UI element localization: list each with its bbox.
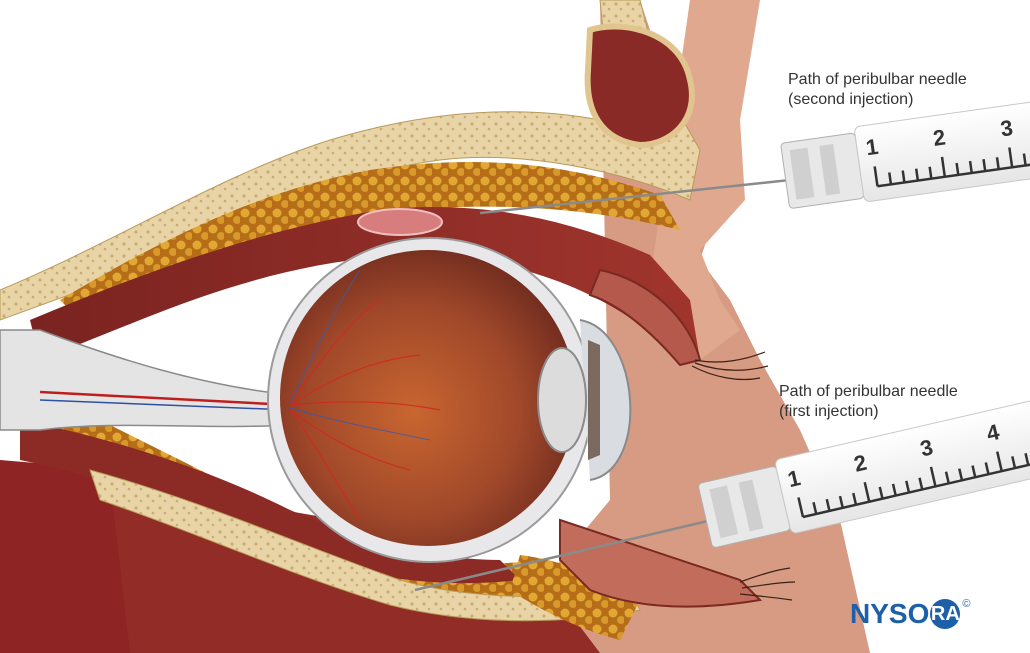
syringe-upper-minor-tick <box>1022 153 1027 166</box>
retinal-vessels <box>289 299 441 521</box>
syringe-lower-minor-tick <box>1024 453 1030 466</box>
logo-text: NYSO <box>850 598 930 629</box>
label-second-injection: Path of peribulbar needle (second inject… <box>788 70 967 110</box>
iris <box>588 340 600 460</box>
syringe-lower-scale-label: 2 <box>852 450 870 477</box>
logo-circle: RA <box>930 599 961 629</box>
syringe-upper-scale-label: 2 <box>932 124 948 150</box>
nysora-logo: NYSO RA © <box>850 596 970 632</box>
syringe-lower-barrel <box>775 399 1030 534</box>
syringe-lower-scale-baseline <box>802 454 1030 519</box>
lower-lashes <box>739 567 796 601</box>
syringe-upper-minor-tick <box>995 157 1000 170</box>
eyeball-interior <box>280 250 576 546</box>
label-first-injection: Path of peribulbar needle (first injecti… <box>779 382 958 422</box>
syringe-lower-major-tick <box>929 466 937 487</box>
lens <box>537 347 587 453</box>
syringe-lower-minor-tick <box>1011 456 1017 469</box>
syringe-upper-major-tick <box>873 166 879 187</box>
upper-eyelid <box>588 268 702 367</box>
optic-nerve <box>0 329 291 431</box>
retinal-artery <box>39 390 291 407</box>
syringe-upper-barrel <box>854 99 1030 202</box>
syringe-upper-minor-tick <box>928 166 933 179</box>
needle-first <box>414 518 713 592</box>
syringe-lower-minor-tick <box>812 501 818 515</box>
syringe-lower-minor-tick <box>971 465 977 478</box>
upper-lashes <box>691 351 769 381</box>
syringe-upper-scale-label: 1 <box>864 134 880 160</box>
label-first-line1: Path of peribulbar needle <box>779 383 958 400</box>
syringe-upper-scale-label: 3 <box>999 115 1015 141</box>
syringe-lower-minor-tick <box>984 462 990 475</box>
syringe-lower-minor-tick <box>852 492 858 506</box>
syringe-upper-minor-tick <box>901 170 906 183</box>
retinal-vein <box>39 399 291 411</box>
syringe-upper: 1 2 3 <box>780 99 1030 209</box>
frontal-sinus <box>584 23 695 149</box>
lower-lid-fat <box>510 555 640 640</box>
syringe-lower-minor-tick <box>838 495 844 509</box>
syringe-lower-scale-label: 1 <box>785 465 803 492</box>
syringe-lower-major-tick <box>863 481 871 502</box>
syringe-lower-minor-tick <box>905 480 911 493</box>
syringe-upper-major-tick <box>940 156 947 177</box>
syringe-upper-minor-tick <box>914 168 920 181</box>
syringe-lower-minor-tick <box>825 498 831 512</box>
needle-second <box>479 178 791 215</box>
syringe-lower-minor-tick <box>958 468 964 481</box>
syringe-lower-scale-label: 3 <box>918 434 936 461</box>
syringe-upper-minor-tick <box>982 159 987 172</box>
label-second-line1: Path of peribulbar needle <box>788 71 967 88</box>
syringe-upper-scale-baseline <box>877 156 1030 188</box>
copyright-mark: © <box>962 598 971 610</box>
syringe-upper-ticks <box>873 147 1030 188</box>
label-first-line2: (first injection) <box>779 403 879 420</box>
inferior-rectus <box>20 420 520 584</box>
superior-rectus <box>30 207 700 360</box>
syringe-lower-minor-tick <box>891 483 897 496</box>
label-second-line2: (second injection) <box>788 91 914 108</box>
syringe-lower-major-tick <box>996 451 1003 472</box>
lacrimal-gland <box>357 208 443 236</box>
syringe-lower-major-tick <box>797 497 805 518</box>
syringe-upper-minor-tick <box>955 162 960 176</box>
syringe-upper-minor-tick <box>888 172 893 185</box>
syringe-lower-minor-tick <box>878 486 884 499</box>
retinal-veins <box>289 269 431 441</box>
syringe-lower-minor-tick <box>944 471 950 484</box>
syringe-upper-major-tick <box>1008 147 1014 168</box>
syringe-lower-minor-tick <box>918 477 924 490</box>
upper-fat <box>60 162 680 320</box>
syringe-upper-minor-tick <box>968 160 973 174</box>
syringe-lower-ticks <box>797 451 1030 519</box>
